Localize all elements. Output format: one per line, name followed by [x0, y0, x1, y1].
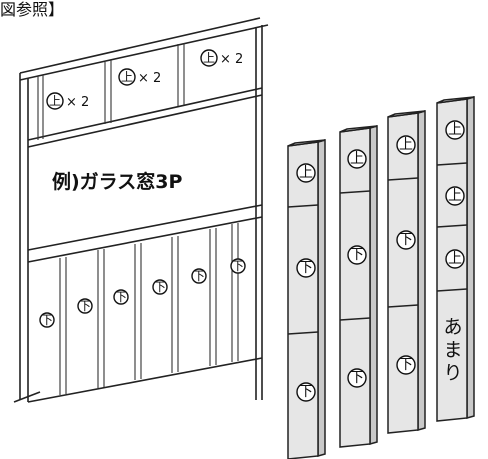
lower-mark-glyph: 下	[41, 313, 53, 327]
lower-mark-glyph: 下	[399, 357, 413, 373]
upper-mark-glyph: 上	[203, 51, 215, 65]
lower-mark-icon	[191, 268, 207, 284]
lower-mark-glyph: 下	[79, 299, 91, 313]
lower-mark-glyph: 下	[154, 280, 166, 294]
times-two-label: × 2	[220, 52, 243, 67]
lower-studs	[59, 223, 239, 395]
wall-frame	[13, 17, 269, 403]
upper-mark-icon	[46, 92, 64, 110]
board-2: 上 下 下	[339, 125, 378, 448]
lower-mark-icon	[39, 312, 55, 328]
upper-mark-glyph: 上	[299, 165, 313, 181]
lower-mark-glyph: 下	[232, 259, 244, 273]
lower-mark-glyph: 下	[399, 232, 413, 248]
upper-mark-glyph: 上	[49, 94, 61, 108]
lower-mark-glyph: 下	[299, 260, 313, 276]
upper-mark-icon	[200, 49, 218, 67]
board-1: 上 下 下	[287, 139, 326, 459]
upper-mark-glyph: 上	[448, 122, 462, 138]
lower-mark-glyph: 下	[299, 384, 313, 400]
lower-mark-icon	[77, 298, 93, 314]
upper-studs	[37, 43, 185, 140]
remainder-char-3: り	[443, 362, 462, 384]
upper-mark-3: 上 × 2	[200, 49, 243, 67]
upper-mark-glyph: 上	[448, 188, 462, 204]
upper-mark-2: 上 × 2	[118, 68, 161, 86]
lower-mark-icon	[230, 258, 246, 274]
lower-mark-glyph: 下	[193, 269, 205, 283]
lower-mark-icon	[152, 279, 168, 295]
remainder-char-1: あ	[443, 316, 462, 338]
upper-mark-icon	[118, 68, 136, 86]
lower-mark-glyph: 下	[115, 290, 127, 304]
times-two-label: × 2	[138, 71, 161, 86]
upper-mark-glyph: 上	[399, 137, 413, 153]
upper-mark-1: 上 × 2	[46, 92, 89, 110]
lower-marks-wall: 下 下 下 下 下 下	[39, 258, 246, 328]
lower-mark-glyph: 下	[350, 247, 364, 263]
board-3: 上 下 下	[387, 110, 426, 434]
upper-mark-glyph: 上	[448, 251, 462, 267]
caption-text: 図参照】	[0, 0, 64, 19]
board-4: 上 上 上 あ ま り	[436, 96, 475, 422]
upper-mark-glyph: 上	[350, 151, 364, 167]
lower-mark-icon	[113, 289, 129, 305]
window-label: 例)ガラス窓3P	[52, 170, 183, 193]
remainder-char-2: ま	[443, 339, 462, 361]
lower-mark-glyph: 下	[350, 370, 364, 386]
upper-mark-glyph: 上	[121, 70, 133, 84]
times-two-label: × 2	[66, 95, 89, 110]
